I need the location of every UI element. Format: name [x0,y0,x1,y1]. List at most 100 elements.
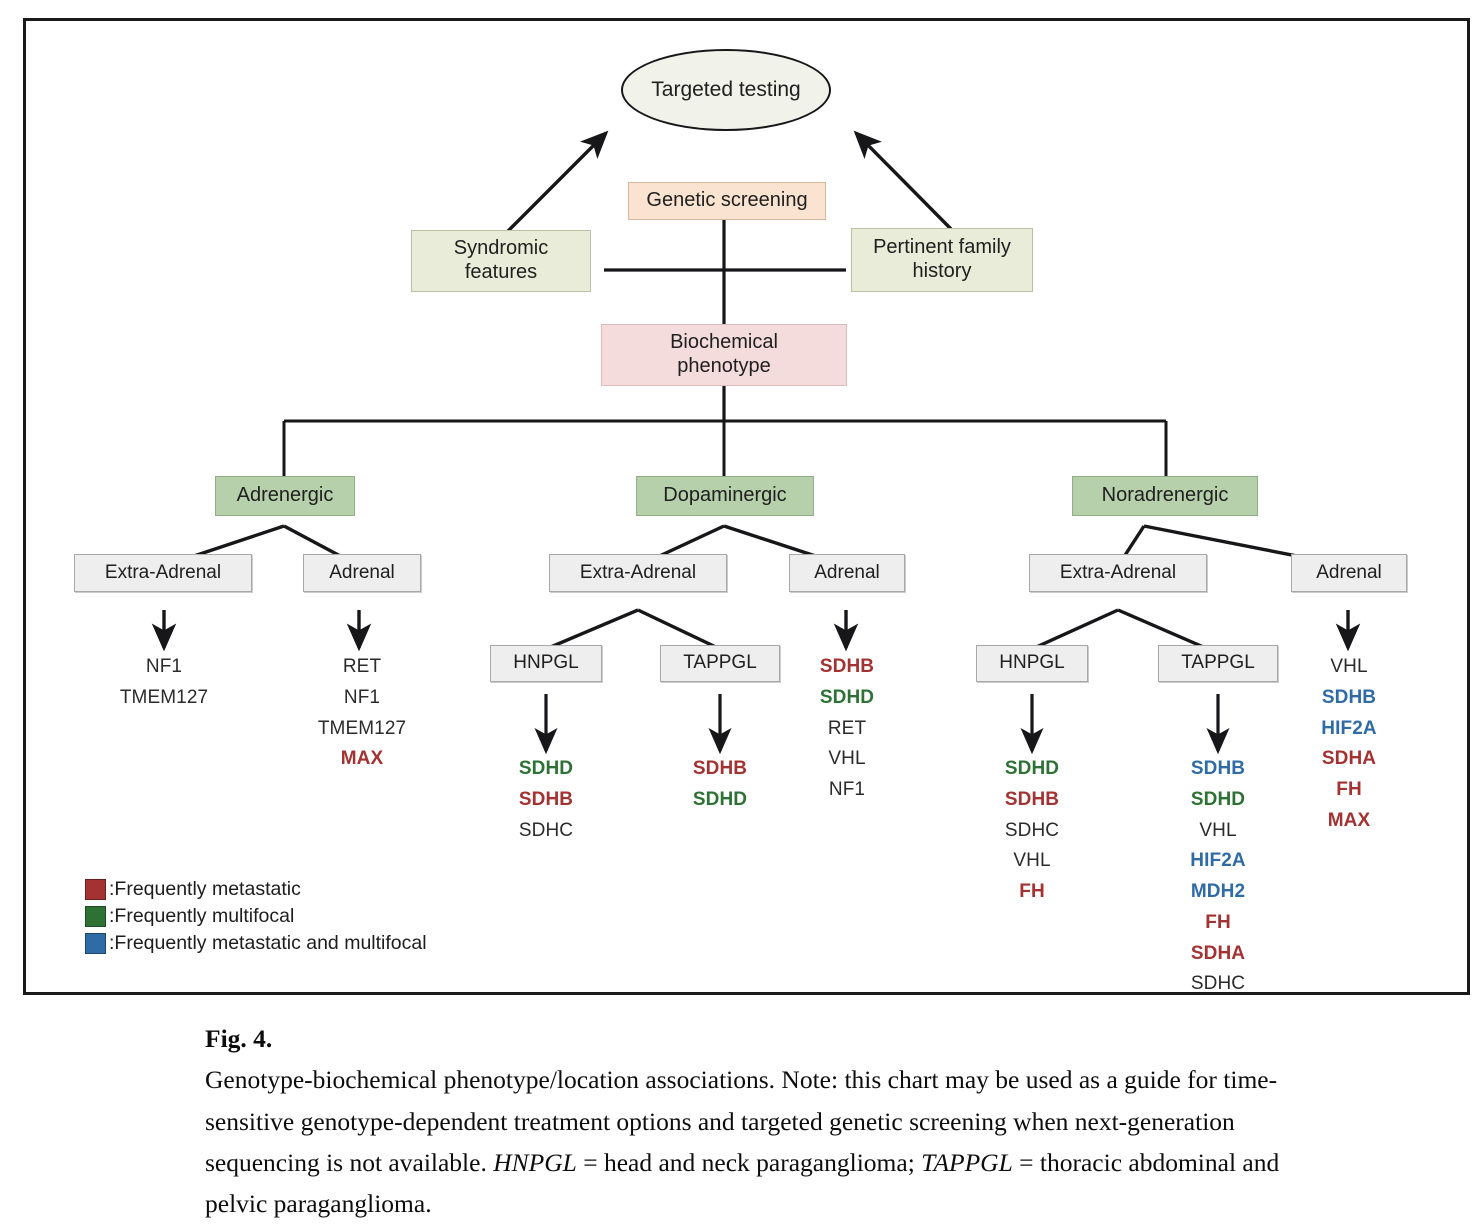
legend-swatch-icon [85,879,106,900]
figure-caption: Fig. 4. Genotype-biochemical phenotype/l… [205,1018,1295,1224]
caption-text-2: = head and neck paraganglioma; [576,1147,922,1177]
node-noradrenergic-tappgl[interactable]: TAPPGL [1158,645,1278,682]
legend-item-0: :Frequently metastatic [85,876,427,903]
gene-fh: FH [1019,881,1045,903]
gene-nf1: NF1 [828,779,866,801]
gene-sdhb: SDHB [819,656,875,677]
gene-list-dopaminergic-adrenal: SDHB SDHD RET VHL NF1 [767,652,927,806]
node-dopaminergic-adrenal[interactable]: Adrenal [789,554,905,592]
node-noradrenergic-adrenal[interactable]: Adrenal [1291,554,1407,592]
node-noradrenergic-label: Noradrenergic [1101,484,1229,507]
legend-item-1: :Frequently multifocal [85,903,427,930]
gene-sdha: SDHA [1321,748,1377,770]
node-biochemical-phenotype[interactable]: Biochemical phenotype [601,324,847,386]
gene-list-noradrenergic-adrenal: VHL SDHB HIF2A SDHA FH MAX [1269,652,1429,837]
gene-list-dopaminergic-hnpgl: SDHD SDHB SDHC [466,754,626,846]
node-family-history-line2: history [912,260,972,282]
figure-frame: Targeted testing Genetic screening Syndr… [23,18,1470,995]
gene-nf1: NF1 [343,686,381,708]
gene-ret: RET [342,656,382,677]
legend: :Frequently metastatic :Frequently multif… [85,876,427,957]
node-dopaminergic-label: Dopaminergic [663,484,787,507]
node-adrenergic-label: Adrenergic [236,484,334,507]
node-dopaminergic-adrenal-label: Adrenal [814,561,880,583]
gene-sdhd: SDHD [1190,788,1246,810]
gene-vhl: VHL [1199,819,1237,841]
node-noradrenergic-adrenal-label: Adrenal [1316,561,1382,583]
gene-sdhb: SDHB [1321,686,1377,708]
node-biochemical-phenotype-line1: Biochemical [670,331,778,354]
node-genetic-screening[interactable]: Genetic screening [628,182,826,220]
caption-abbr-tappgl: TAPPGL [921,1147,1013,1177]
gene-vhl: VHL [1013,850,1051,872]
node-syndromic-features-line2: features [464,261,538,283]
gene-max: MAX [340,748,384,770]
node-noradrenergic-tappgl-label: TAPPGL [1181,652,1255,674]
node-family-history-line1: Pertinent family [873,236,1011,259]
gene-list-noradrenergic-hnpgl: SDHD SDHB SDHC VHL FH [952,754,1112,908]
gene-fh: FH [1336,779,1362,801]
node-adrenergic-adrenal[interactable]: Adrenal [303,554,421,592]
gene-list-dopaminergic-tappgl: SDHB SDHD [640,754,800,816]
gene-sdhb: SDHB [1190,758,1246,779]
node-noradrenergic-extra-adrenal[interactable]: Extra-Adrenal [1029,554,1207,592]
node-dopaminergic[interactable]: Dopaminergic [636,476,814,516]
node-dopaminergic-hnpgl[interactable]: HNPGL [490,645,602,682]
gene-sdhd: SDHD [1004,758,1060,779]
node-syndromic-features-line1: Syndromic [453,237,549,260]
node-noradrenergic-extra-adrenal-label: Extra-Adrenal [1059,561,1177,583]
node-adrenergic-adrenal-label: Adrenal [329,561,395,583]
legend-label: :Frequently metastatic and multifocal [109,932,427,954]
legend-label: :Frequently multifocal [109,905,295,927]
gene-sdhd: SDHD [692,788,748,810]
gene-sdhc: SDHC [1190,973,1246,995]
gene-sdhd: SDHD [518,758,574,779]
node-family-history[interactable]: Pertinent family history [851,228,1033,292]
gene-fh: FH [1205,911,1231,933]
gene-sdhb: SDHB [1004,788,1060,810]
node-targeted-testing[interactable]: Targeted testing [621,49,831,131]
gene-max: MAX [1327,809,1371,831]
gene-sdhc: SDHC [1004,819,1060,841]
gene-nf1: NF1 [145,656,183,677]
caption-text-1: Genotype-biochemical phenotype/location … [205,1065,1278,1177]
gene-sdha: SDHA [1190,942,1246,964]
caption-abbr-hnpgl: HNPGL [493,1147,577,1177]
gene-ret: RET [827,717,867,739]
node-genetic-screening-label: Genetic screening [646,189,808,212]
legend-swatch-icon [85,906,106,927]
gene-sdhd: SDHD [819,686,875,708]
gene-tmem127: TMEM127 [317,717,407,739]
node-targeted-testing-label: Targeted testing [651,77,801,101]
node-adrenergic-extra-adrenal[interactable]: Extra-Adrenal [74,554,252,592]
node-dopaminergic-hnpgl-label: HNPGL [513,652,579,674]
node-dopaminergic-extra-adrenal-label: Extra-Adrenal [579,561,697,583]
legend-label: :Frequently metastatic [109,878,301,900]
gene-tmem127: TMEM127 [119,686,209,708]
node-adrenergic-extra-adrenal-label: Extra-Adrenal [104,561,222,583]
node-noradrenergic-hnpgl[interactable]: HNPGL [976,645,1088,682]
gene-sdhc: SDHC [518,819,574,841]
gene-sdhb: SDHB [518,788,574,810]
diagram-canvas: Targeted testing Genetic screening Syndr… [26,21,1467,994]
node-dopaminergic-extra-adrenal[interactable]: Extra-Adrenal [549,554,727,592]
gene-sdhb: SDHB [692,758,748,779]
figure-number: Fig. 4. [205,1024,273,1053]
node-biochemical-phenotype-line2: phenotype [677,355,771,377]
node-syndromic-features[interactable]: Syndromic features [411,230,591,292]
gene-hif2a: HIF2A [1190,850,1246,872]
caption-text-3: = thoracic abdominal and pelvic paragang… [205,1147,1280,1219]
node-noradrenergic[interactable]: Noradrenergic [1072,476,1258,516]
gene-vhl: VHL [1330,656,1368,677]
node-noradrenergic-hnpgl-label: HNPGL [999,652,1065,674]
node-adrenergic[interactable]: Adrenergic [215,476,355,516]
legend-swatch-icon [85,933,106,954]
gene-hif2a: HIF2A [1321,717,1377,739]
gene-vhl: VHL [828,748,866,770]
legend-item-2: :Frequently metastatic and multifocal [85,930,427,957]
gene-mdh2: MDH2 [1190,881,1246,903]
node-dopaminergic-tappgl[interactable]: TAPPGL [660,645,780,682]
